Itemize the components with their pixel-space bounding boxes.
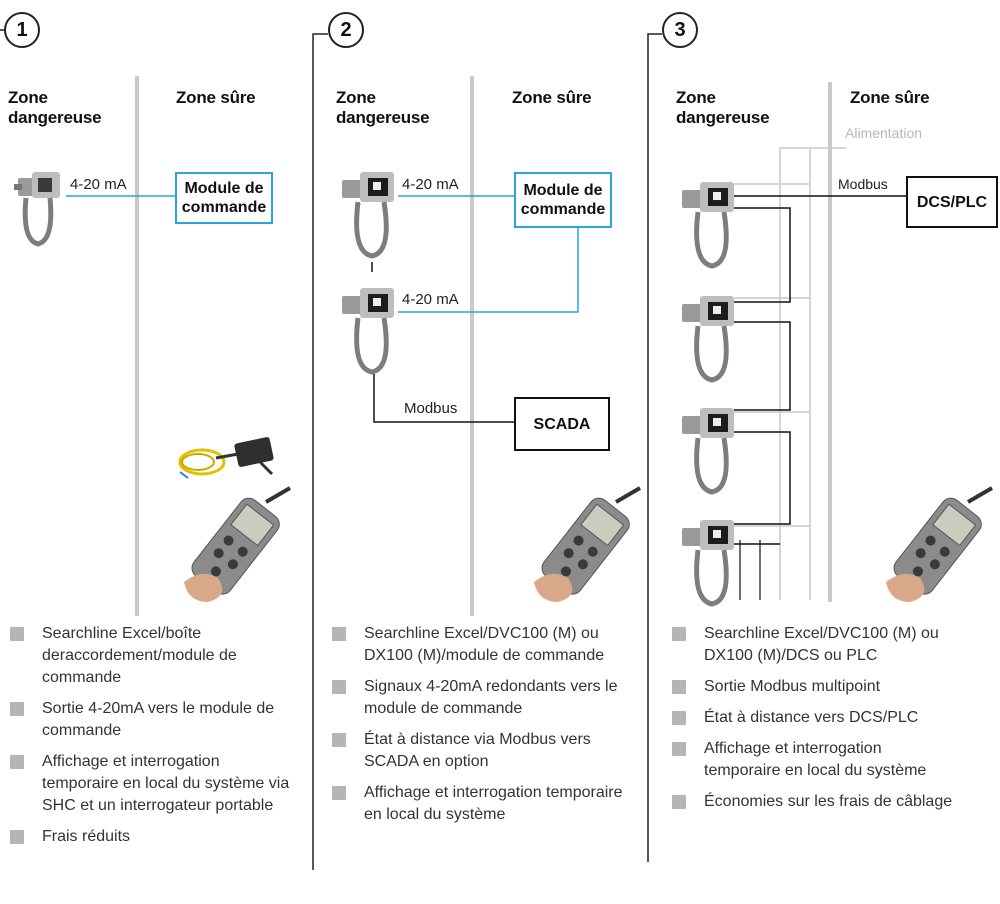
list-item: Affichage et interrogation temporaire en… <box>672 738 962 782</box>
sensor-icon <box>14 172 60 247</box>
sensor-icon <box>682 520 734 607</box>
panel-1-hazard-zone-label: Zone dangereuse <box>8 88 102 127</box>
list-item: Signaux 4-20mA redondants vers le module… <box>332 676 632 720</box>
sensor-icon <box>342 288 394 375</box>
panel-1-signal-label: 4-20 mA <box>70 176 127 193</box>
sensor-icon <box>682 182 734 269</box>
list-item: Sortie Modbus multipoint <box>672 676 962 698</box>
panel-2-scada-box: SCADA <box>514 397 610 451</box>
zone-divider <box>470 76 474 616</box>
panel-1-number: 1 <box>4 12 40 48</box>
list-item: Frais réduits <box>10 826 300 848</box>
list-item: Searchline Excel/DVC100 (M) ou DX100 (M)… <box>332 623 632 667</box>
panel-3-safe-zone-label: Zone sûre <box>850 88 930 107</box>
zone-divider <box>828 82 832 602</box>
panel-1-control-module-box: Module de commande <box>175 172 273 224</box>
list-item: Sortie 4-20mA vers le module de commande <box>10 698 300 742</box>
panel-1-wiring <box>66 195 176 197</box>
panel-2-signal-label-2: 4-20 mA <box>402 291 459 308</box>
panel-3-power-label: Alimentation <box>845 125 923 141</box>
panel-2-number: 2 <box>328 12 364 48</box>
sensor-icon <box>342 172 394 259</box>
panel-1-safe-zone-label: Zone sûre <box>176 88 256 107</box>
panel-1-bullet-list: Searchline Excel/boîte deraccordement/mo… <box>10 623 300 857</box>
panel-3-bullet-list: Searchline Excel/DVC100 (M) ou DX100 (M)… <box>672 623 962 822</box>
panel-2-hazard-zone-label: Zone dangereuse <box>336 88 430 127</box>
panel-2-control-module-box: Module de commande <box>514 172 612 228</box>
panel-3-number: 3 <box>662 12 698 48</box>
handheld-interrogator-icon <box>886 486 994 602</box>
list-item: Affichage et interrogation temporaire en… <box>332 782 632 826</box>
panel-2-wiring <box>371 195 579 423</box>
panel-2-modbus-label: Modbus <box>404 400 458 417</box>
list-item: Searchline Excel/DVC100 (M) ou DX100 (M)… <box>672 623 962 667</box>
list-item: État à distance via Modbus vers SCADA en… <box>332 729 632 773</box>
junction-box-icon <box>178 437 274 479</box>
panel-3-modbus-label: Modbus <box>838 176 888 192</box>
sensor-icon <box>682 296 734 383</box>
panel-3-wiring <box>734 147 906 600</box>
list-item: État à distance vers DCS/PLC <box>672 707 962 729</box>
panel-2-bullet-list: Searchline Excel/DVC100 (M) ou DX100 (M)… <box>332 623 632 835</box>
list-item: Économies sur les frais de câblage <box>672 791 962 813</box>
panel-3-hazard-zone-label: Zone dangereuse <box>676 88 770 127</box>
list-item: Searchline Excel/boîte deraccordement/mo… <box>10 623 300 689</box>
panel-2-safe-zone-label: Zone sûre <box>512 88 592 107</box>
handheld-interrogator-icon <box>534 486 642 602</box>
panel-3-dcs-plc-box: DCS/PLC <box>906 176 998 228</box>
sensor-icon <box>682 408 734 495</box>
handheld-interrogator-icon <box>184 486 292 602</box>
zone-divider <box>135 76 139 616</box>
list-item: Affichage et interrogation temporaire en… <box>10 751 300 817</box>
panel-2-signal-label-1: 4-20 mA <box>402 176 459 193</box>
